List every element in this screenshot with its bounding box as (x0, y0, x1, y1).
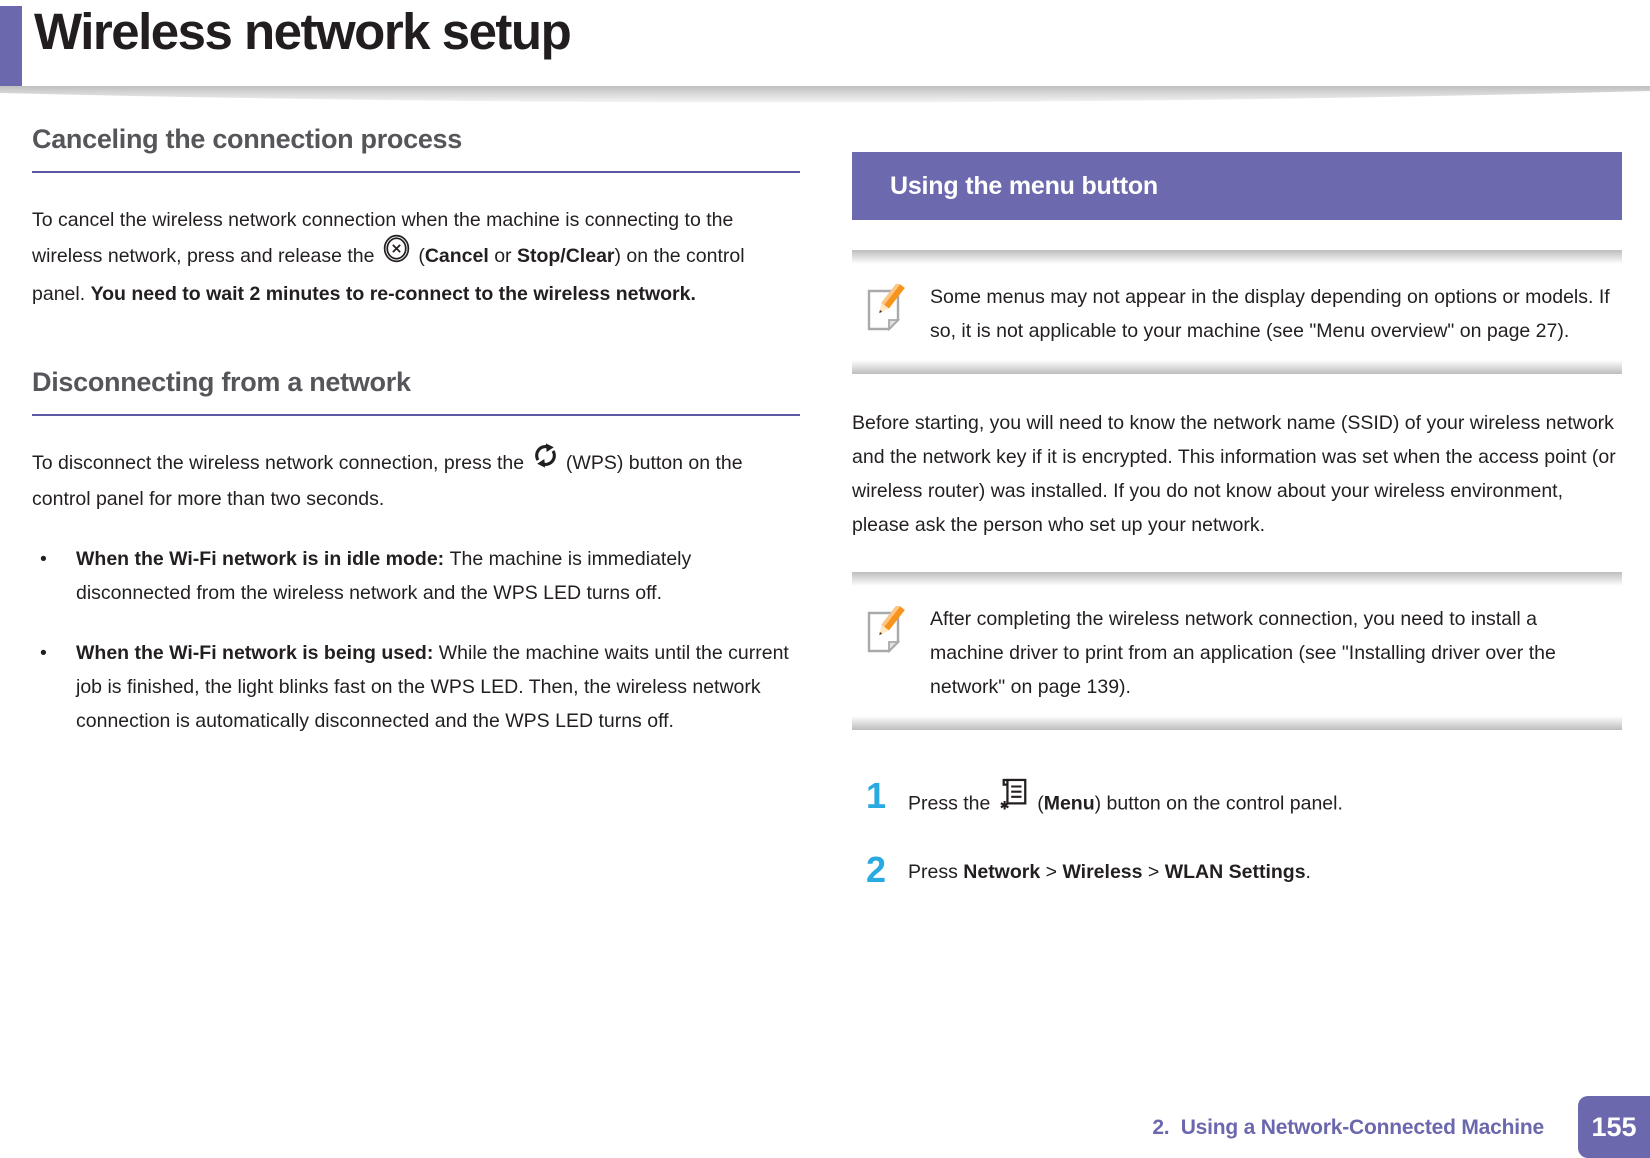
procedure-steps: 1 Press the (Menu) button on the control… (852, 778, 1622, 889)
bullet-marker: • (40, 642, 47, 664)
page-number: 155 (1591, 1111, 1637, 1142)
step-text: Press Network > Wireless > WLAN Settings… (908, 861, 1311, 883)
banner-label: Using the menu button (890, 171, 1158, 200)
step-1: 1 Press the (Menu) button on the control… (852, 778, 1622, 828)
step1-text-pre: Press the (908, 792, 996, 815)
note-pencil-icon (864, 280, 930, 348)
section-banner-using-menu-button: Using the menu button (852, 152, 1622, 220)
note-pencil-icon (864, 602, 930, 704)
canceling-paragraph-post: (Cancel or Stop/Clear) on the control pa… (32, 245, 745, 305)
disconnecting-paragraph: To disconnect the wireless network conne… (32, 443, 800, 516)
menu-icon (999, 776, 1029, 823)
bullet-marker: • (40, 548, 47, 570)
right-column: Using the menu button (852, 152, 1622, 913)
note-bottom-bar (852, 716, 1622, 730)
disconnecting-paragraph-post: (WPS) button on the control panel for mo… (32, 452, 743, 510)
step-2: 2 Press Network > Wireless > WLAN Settin… (852, 852, 1622, 889)
step1-text-post: (Menu) button on the control panel. (1031, 792, 1343, 815)
section-heading-canceling: Canceling the connection process (32, 124, 462, 154)
step-number: 1 (866, 775, 887, 816)
canceling-paragraph: To cancel the wireless network connectio… (32, 203, 800, 311)
title-accent-bar (0, 6, 22, 90)
footer-chapter-title: 2. Using a Network-Connected Machine (1152, 1116, 1544, 1139)
note-box-driver-install: After completing the wireless network co… (852, 572, 1622, 730)
section-rule (32, 414, 800, 416)
note-top-bar (852, 572, 1622, 586)
ssid-paragraph: Before starting, you will need to know t… (852, 412, 1616, 536)
note-box-menu-availability: Some menus may not appear in the display… (852, 250, 1622, 374)
step-number: 2 (866, 849, 887, 890)
note-bottom-bar (852, 360, 1622, 374)
section-heading-disconnecting: Disconnecting from a network (32, 367, 411, 397)
note-text: Some menus may not appear in the display… (930, 286, 1610, 342)
section-rule (32, 171, 800, 173)
canceling-paragraph-pre: To cancel the wireless network connectio… (32, 209, 734, 268)
step-text: Press the (Menu) button on the control p… (908, 778, 1343, 828)
note-top-bar (852, 250, 1622, 264)
left-column: Canceling the connection process To canc… (32, 124, 800, 738)
bullet-idle-mode: • When the Wi-Fi network is in idle mode… (32, 542, 800, 610)
note-text: After completing the wireless network co… (930, 608, 1556, 698)
wps-icon (533, 443, 558, 479)
disconnecting-paragraph-pre: To disconnect the wireless network conne… (32, 452, 530, 475)
cancel-icon (383, 234, 410, 274)
page-title: Wireless network setup (34, 3, 572, 60)
header-divider-swoosh (0, 86, 1650, 114)
bullet-being-used: • When the Wi-Fi network is being used: … (32, 636, 800, 738)
page-number-badge: 155 (1578, 1096, 1650, 1158)
